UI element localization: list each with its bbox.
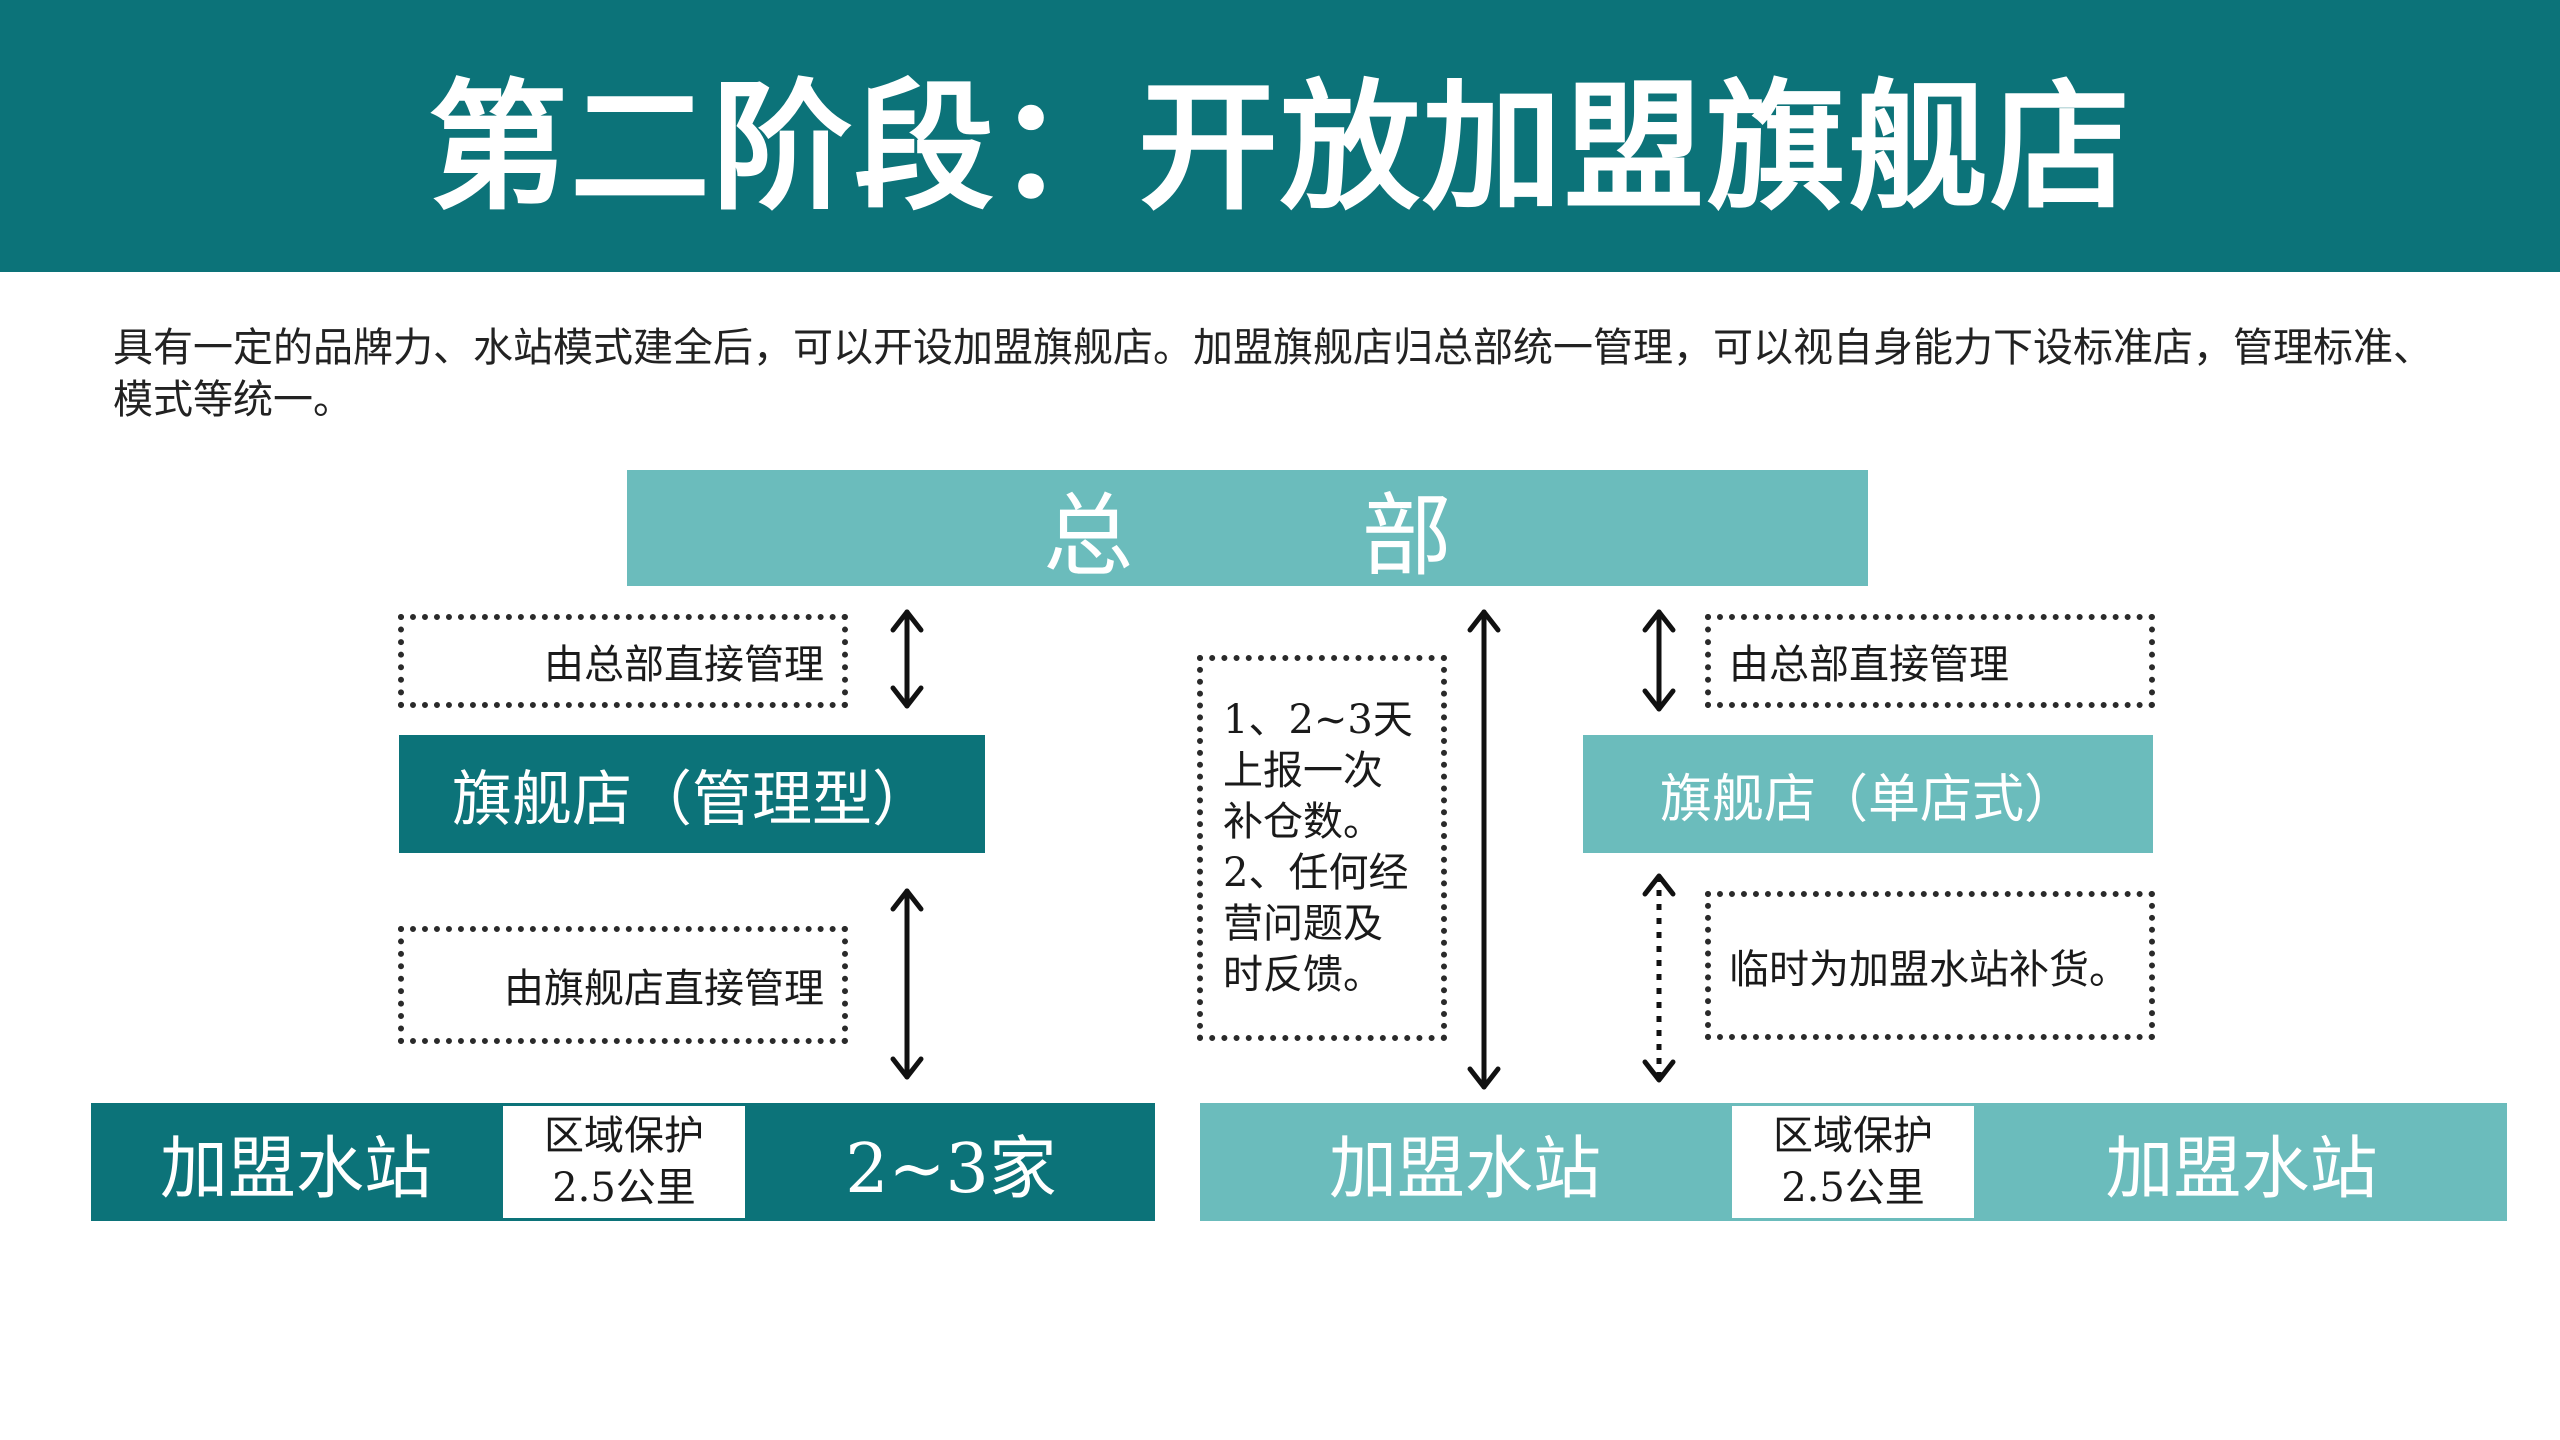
right-protection-line1: 区域保护 — [1773, 1113, 1933, 1159]
right-protection-box: 区域保护 2.5公里 — [1729, 1103, 1977, 1221]
double-arrow-icon — [1642, 609, 1676, 712]
center-line-5: 营问题及 — [1223, 901, 1383, 947]
double-arrow-icon — [890, 609, 924, 709]
center-water-station-box: 加盟水站 — [1200, 1103, 1730, 1221]
right-protection-line2: 2.5公里 — [1781, 1165, 1925, 1211]
flagship-single-store-box: 旗舰店（单店式） — [1583, 735, 2153, 853]
left-protection-line1: 区域保护 — [544, 1113, 704, 1159]
center-line-1: 1、2~3天 — [1223, 697, 1413, 743]
left-water-station-box: 加盟水站 — [91, 1103, 501, 1221]
left-protection-line2: 2.5公里 — [552, 1165, 696, 1211]
left-bottom-note: 由旗舰店直接管理 — [398, 926, 848, 1044]
left-count-box: 2~3家 — [747, 1103, 1155, 1221]
center-line-4: 2、任何经 — [1223, 850, 1409, 896]
headquarters-box: 总 部 — [627, 470, 1868, 589]
dotted-double-arrow-icon — [1642, 873, 1676, 1083]
right-top-note: 由总部直接管理 — [1705, 614, 2155, 708]
center-report-note: 1、2~3天 上报一次 补仓数。 2、任何经 营问题及 时反馈。 — [1197, 655, 1447, 1041]
left-top-note: 由总部直接管理 — [398, 614, 848, 708]
center-line-6: 时反馈。 — [1223, 952, 1383, 998]
center-line-3: 补仓数。 — [1223, 799, 1383, 845]
double-arrow-icon — [890, 888, 924, 1080]
intro-paragraph: 具有一定的品牌力、水站模式建全后，可以开设加盟旗舰店。加盟旗舰店归总部统一管理，… — [113, 325, 2433, 423]
left-protection-box: 区域保护 2.5公里 — [500, 1103, 748, 1221]
header-bar: 第二阶段：开放加盟旗舰店 — [0, 0, 2560, 272]
center-line-2: 上报一次 — [1223, 748, 1383, 794]
double-arrow-icon — [1467, 609, 1501, 1090]
right-bottom-note: 临时为加盟水站补货。 — [1705, 891, 2155, 1040]
flagship-managed-box: 旗舰店（管理型） — [399, 735, 985, 853]
right-water-station-box: 加盟水站 — [1976, 1103, 2507, 1221]
page-title: 第二阶段：开放加盟旗舰店 — [427, 67, 2132, 230]
